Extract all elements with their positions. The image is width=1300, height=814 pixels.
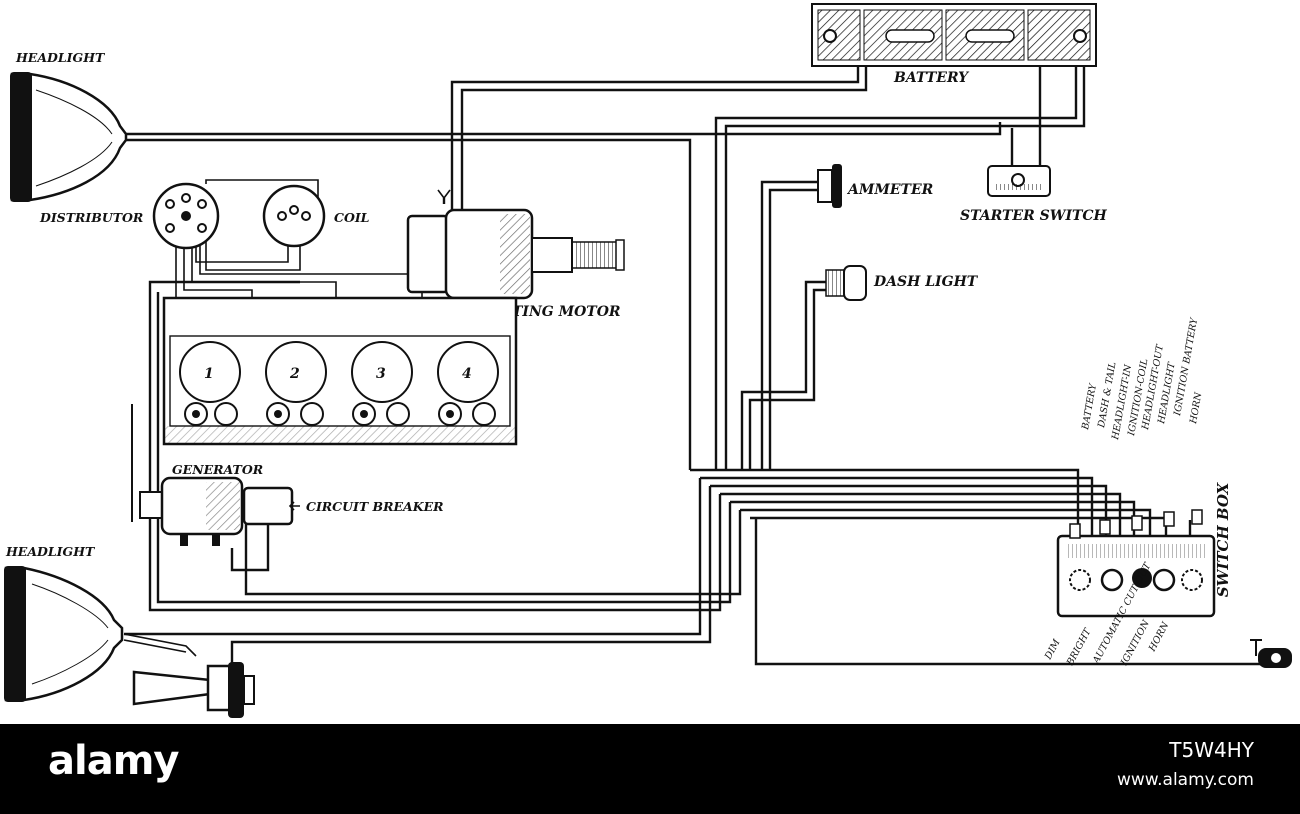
dash-light-label: DASH LIGHT bbox=[873, 274, 979, 290]
cylinder-4-label: 4 bbox=[462, 366, 472, 382]
cylinder-3-label: 3 bbox=[376, 366, 386, 382]
coil-label: COIL bbox=[334, 210, 370, 225]
distributor bbox=[152, 182, 220, 250]
distributor-label: DISTRIBUTOR bbox=[39, 210, 143, 225]
button-label: BRIGHT bbox=[1064, 626, 1093, 668]
headlight-top-label: HEADLIGHT bbox=[15, 50, 106, 65]
circuit-breaker-label: CIRCUIT BREAKER bbox=[306, 499, 444, 514]
ammeter bbox=[817, 164, 842, 208]
button-label: IGNITION bbox=[1118, 618, 1152, 668]
circuit-breaker bbox=[242, 486, 300, 526]
battery bbox=[811, 3, 1097, 67]
starter-switch-label: STARTER SWITCH bbox=[960, 208, 1108, 224]
horn-button bbox=[1250, 639, 1292, 668]
wiring-diagram: BATTERY STARTER SWITCH HEADLIGHT DISTRIB… bbox=[4, 3, 1292, 718]
engine-block bbox=[162, 296, 518, 446]
horn bbox=[132, 662, 255, 718]
cylinder-2-label: 2 bbox=[289, 366, 300, 382]
battery-label: BATTERY bbox=[893, 70, 970, 86]
wiring bbox=[118, 42, 1262, 668]
dash-light bbox=[825, 265, 867, 301]
watermark-footer: alamy T5W4HY www.alamy.com bbox=[0, 724, 1300, 814]
terminal-label: HORN bbox=[1188, 391, 1205, 426]
headlight-top bbox=[10, 72, 128, 202]
brand-logo: alamy bbox=[48, 738, 179, 784]
generator bbox=[131, 404, 244, 546]
starting-motor bbox=[406, 189, 625, 300]
ammeter-label: AMMETER bbox=[846, 182, 933, 198]
coil bbox=[262, 184, 326, 248]
cylinder-1-label: 1 bbox=[204, 366, 214, 382]
starter-switch bbox=[987, 165, 1051, 197]
button-label: DIM bbox=[1042, 637, 1062, 662]
switch-box-label: SWITCH BOX bbox=[1214, 481, 1232, 597]
switch-box bbox=[1056, 509, 1216, 618]
generator-label: GENERATOR bbox=[172, 462, 263, 477]
headlight-bottom-label: HEADLIGHT bbox=[5, 544, 96, 559]
switch-box-terminal-labels: BATTERY DASH & TAIL HEADLIGHT-IN IGNITIO… bbox=[1080, 316, 1205, 442]
headlight-bottom bbox=[4, 566, 124, 702]
site-url: www.alamy.com bbox=[1116, 770, 1254, 790]
stock-id: T5W4HY bbox=[1169, 738, 1254, 762]
